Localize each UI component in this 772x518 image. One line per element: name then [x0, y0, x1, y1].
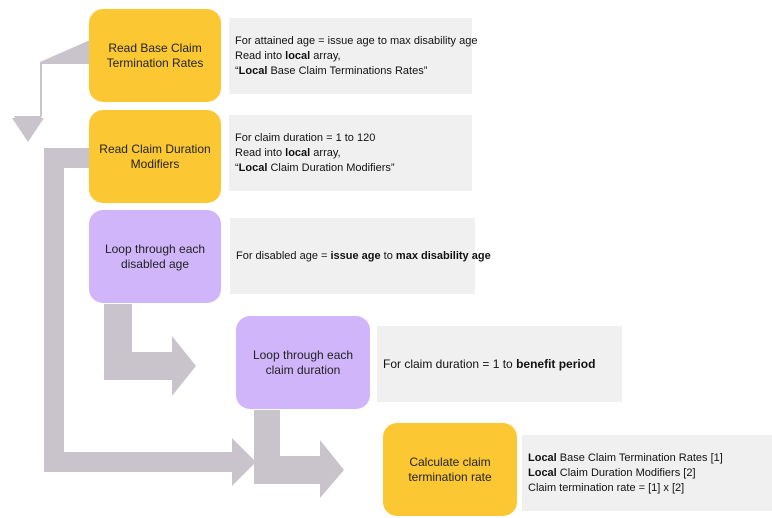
note-line: For claim duration = 1 to benefit period	[383, 356, 596, 371]
arrow-step1-to-step2	[12, 40, 90, 142]
step-calculate-claim-termination-rate: Calculate claim termination rate	[383, 423, 517, 516]
step-label-line: claim duration	[265, 362, 341, 377]
note-claim-duration-range: For claim duration = 1 to benefit period	[377, 326, 622, 402]
arrow-step4-to-step5	[254, 410, 344, 498]
step-label-line: Modifiers	[130, 156, 180, 171]
step-read-base-claim-termination-rates: Read Base Claim Termination Rates	[89, 9, 221, 102]
note-line: Read into local array,	[235, 49, 341, 62]
step-label-line: Calculate claim	[409, 454, 491, 469]
step-label-line: Termination Rates	[106, 55, 204, 70]
note-line: For claim duration = 1 to 120	[235, 131, 376, 144]
step-label-line: Loop through each	[252, 347, 354, 362]
note-line: “Local Base Claim Terminations Rates”	[235, 64, 428, 77]
step-loop-disabled-age: Loop through each disabled age	[89, 210, 221, 303]
note-line: “Local Claim Duration Modifiers”	[235, 161, 395, 174]
step-read-claim-duration-modifiers: Read Claim Duration Modifiers	[89, 110, 221, 203]
arrow-step3-to-step4	[104, 304, 196, 396]
note-line: Local Base Claim Termination Rates [1]	[528, 451, 723, 464]
note-line: Claim termination rate = [1] x [2]	[528, 481, 685, 494]
step-label-line: termination rate	[408, 469, 492, 484]
step-label-line: Read Claim Duration	[99, 141, 211, 156]
step-label-line: Loop through each	[104, 241, 206, 256]
note-claim-duration-modifiers: For claim duration = 1 to 120 Read into …	[229, 115, 472, 191]
note-line: Read into local array,	[235, 146, 341, 159]
arrow-step1-to-step2-body	[14, 42, 90, 142]
note-line: For attained age = issue age to max disa…	[235, 34, 478, 47]
step-loop-claim-duration: Loop through each claim duration	[236, 316, 370, 409]
note-base-claim-termination-rates: For attained age = issue age to max disa…	[229, 18, 478, 94]
note-line: For disabled age = issue age to max disa…	[236, 249, 491, 262]
step-label-line: disabled age	[120, 256, 190, 271]
note-line: Local Claim Duration Modifiers [2]	[528, 466, 696, 479]
step-label-line: Read Base Claim	[108, 40, 202, 55]
note-calculation-formula: Local Base Claim Termination Rates [1] L…	[522, 435, 772, 511]
arrow-step2-to-step4	[44, 148, 256, 486]
note-disabled-age-range: For disabled age = issue age to max disa…	[230, 218, 491, 294]
